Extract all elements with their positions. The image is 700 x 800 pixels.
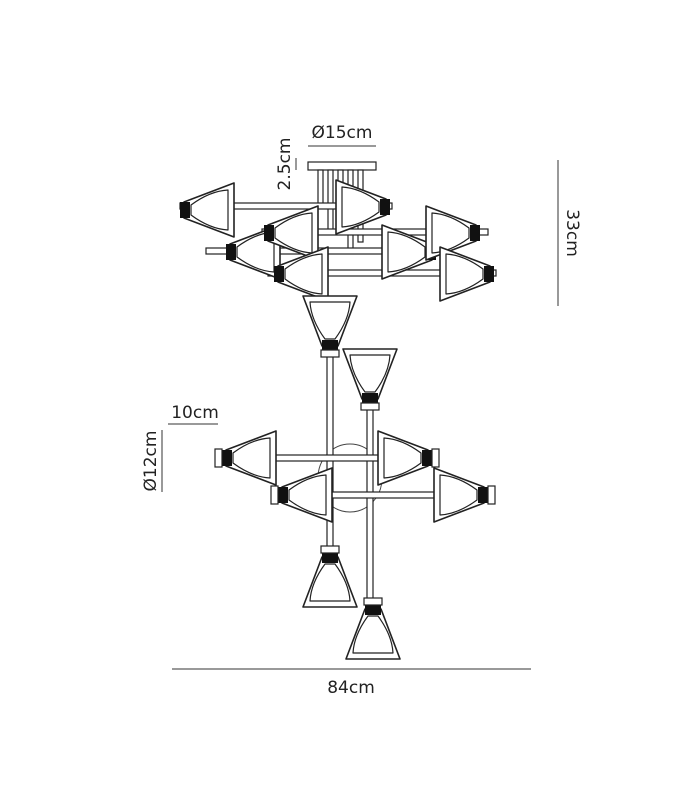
side-lamp-5 [335, 179, 390, 235]
plan-lamp-top-1 [302, 295, 358, 358]
lamp-heads [180, 179, 496, 660]
shade-height-label: 10cm [171, 403, 219, 423]
shade-diameter-label: Ø12cm [141, 431, 161, 492]
plan-lamp-top-2 [342, 348, 398, 411]
side-lamp-4 [274, 246, 329, 302]
plan-lamp-right-2 [433, 467, 496, 523]
plan-lamp-left-1 [214, 430, 277, 486]
dimension-annotations: Ø15cm 2.5cm 33cm 10cm Ø12cm 84cm [141, 123, 582, 698]
plan-lamp-bottom-1 [302, 545, 358, 608]
side-lamp-8 [439, 246, 494, 302]
plan-lamp-left-2 [270, 467, 333, 523]
plan-lamp-right-1 [377, 430, 440, 486]
total-width-label: 84cm [327, 678, 375, 698]
canopy-height-label: 2.5cm [275, 138, 295, 191]
canopy-diameter-label: Ø15cm [312, 123, 373, 143]
side-lamp-1 [180, 182, 235, 238]
canopy-plate [307, 161, 377, 171]
plan-lamp-bottom-2 [345, 597, 401, 660]
total-height-label: 33cm [562, 209, 582, 257]
